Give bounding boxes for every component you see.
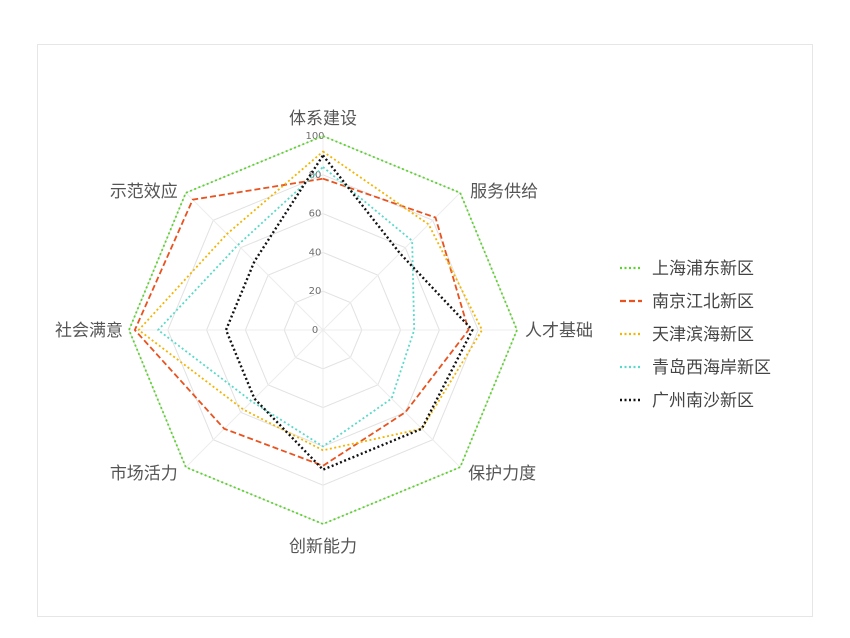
- legend-label-3: 青岛西海岸新区: [652, 358, 771, 378]
- series-polygon-4: [224, 154, 474, 471]
- radial-tick-label: 0: [312, 325, 318, 336]
- radial-tick-label: 100: [305, 131, 324, 142]
- radial-tick-label: 40: [309, 247, 322, 258]
- indicator-label: 示范效应: [110, 182, 178, 202]
- indicator-label: 社会满意: [55, 321, 123, 341]
- legend-label-1: 南京江北新区: [652, 292, 754, 312]
- series-polygon-3: [157, 166, 416, 448]
- indicator-label: 体系建设: [289, 109, 357, 129]
- indicator-label: 创新能力: [289, 537, 357, 557]
- legend-label-4: 广州南沙新区: [652, 391, 754, 411]
- legend-label-0: 上海浦东新区: [652, 259, 754, 279]
- indicator-label: 人才基础: [525, 321, 593, 341]
- legend-label-2: 天津滨海新区: [652, 325, 754, 345]
- series-layer: [128, 135, 518, 525]
- series-polygon-2: [137, 150, 483, 452]
- spoke-7: [185, 192, 324, 331]
- series-polygon-1: [133, 177, 470, 467]
- radial-tick-label: 20: [309, 286, 322, 297]
- spoke-5: [185, 329, 324, 468]
- indicator-label: 市场活力: [110, 464, 178, 484]
- spoke-3: [322, 329, 461, 468]
- indicator-label: 服务供给: [470, 182, 538, 202]
- radial-tick-label: 60: [309, 209, 322, 220]
- spoke-1: [322, 192, 461, 331]
- indicator-label: 保护力度: [468, 464, 536, 484]
- radar-grid: [128, 135, 518, 525]
